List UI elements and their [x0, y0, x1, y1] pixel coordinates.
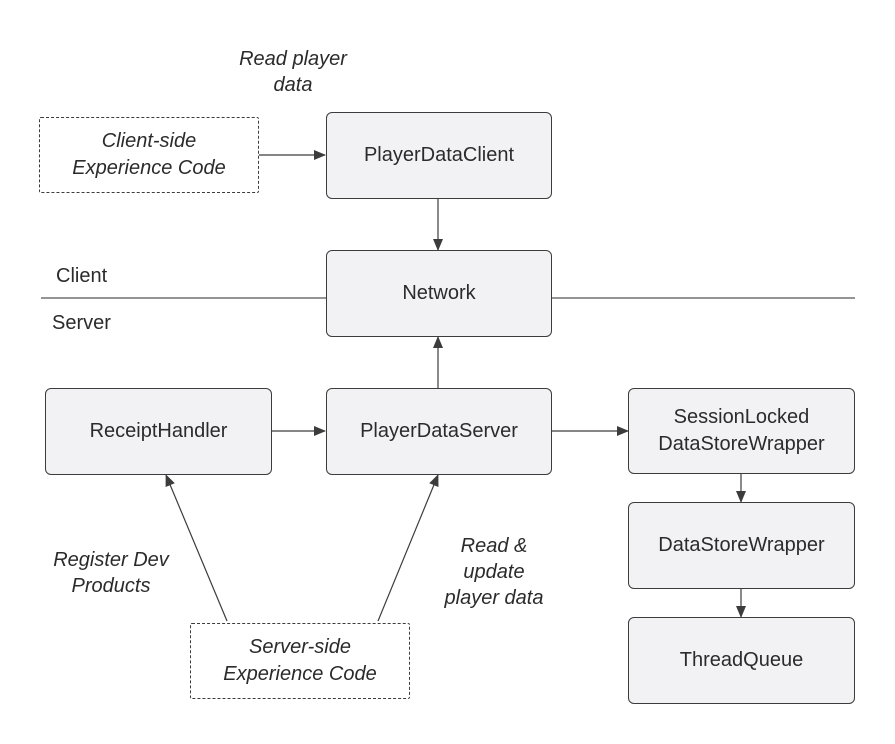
network-label: Network	[402, 282, 476, 304]
client-side-experience-code-node[interactable]: Client-side Experience Code	[39, 117, 259, 193]
read-player-data-label: Read player data	[239, 48, 347, 96]
player-data-server-node[interactable]: PlayerDataServer	[326, 388, 552, 475]
thread-queue-label: ThreadQueue	[679, 649, 804, 671]
player-data-client-node[interactable]: PlayerDataClient	[326, 112, 552, 199]
receipt-handler-node[interactable]: ReceiptHandler	[45, 388, 272, 475]
register-dev-products-label: Register Dev Products	[53, 549, 169, 597]
session-locked-data-store-wrapper-label: SessionLocked DataStoreWrapper	[658, 406, 825, 455]
read-update-player-data-label: Read & update player data	[444, 535, 544, 609]
data-store-wrapper-node[interactable]: DataStoreWrapper	[628, 502, 855, 589]
edge-server-code-to-player-data-server	[377, 474, 439, 622]
network-node[interactable]: Network	[326, 250, 552, 337]
client-zone-label: Client	[56, 265, 108, 287]
server-zone-label: Server	[52, 312, 111, 334]
session-locked-data-store-wrapper-node[interactable]: SessionLocked DataStoreWrapper	[628, 388, 855, 474]
client-side-experience-code-label: Client-side Experience Code	[72, 130, 226, 179]
thread-queue-node[interactable]: ThreadQueue	[628, 617, 855, 704]
data-store-wrapper-label: DataStoreWrapper	[658, 534, 825, 556]
player-data-server-label: PlayerDataServer	[360, 420, 518, 442]
server-side-experience-code-node[interactable]: Server-side Experience Code	[190, 623, 410, 699]
receipt-handler-label: ReceiptHandler	[89, 420, 228, 442]
edge-server-code-to-receipt-handler	[165, 474, 228, 622]
server-side-experience-code-label: Server-side Experience Code	[223, 636, 377, 685]
player-data-client-label: PlayerDataClient	[363, 144, 515, 166]
